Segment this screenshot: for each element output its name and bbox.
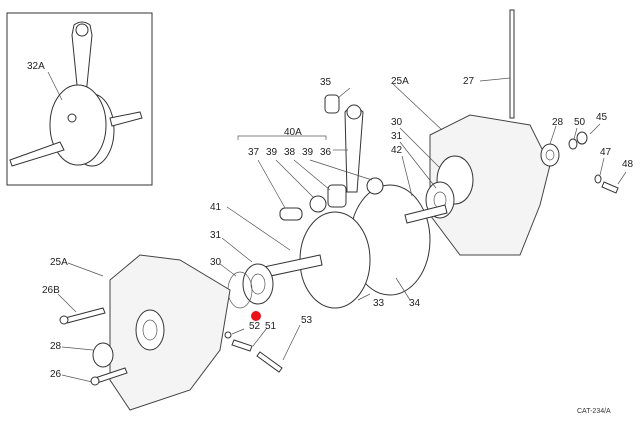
callout-25A-top: 25A xyxy=(391,76,409,87)
conrod-36 xyxy=(344,106,364,193)
inset-crankshaft xyxy=(9,21,143,167)
callout-45: 45 xyxy=(596,112,608,123)
callout-30-top: 30 xyxy=(391,117,403,128)
callout-38: 38 xyxy=(284,147,296,158)
callout-48: 48 xyxy=(622,159,634,170)
callout-26B: 26B xyxy=(42,285,60,296)
bearing-31-bottom xyxy=(242,263,274,305)
callout-34: 34 xyxy=(409,298,421,309)
washer-39b xyxy=(366,177,384,195)
washer-47 xyxy=(594,174,602,184)
callout-47: 47 xyxy=(600,147,612,158)
leader-lines xyxy=(47,71,627,383)
hose-53 xyxy=(256,351,283,373)
stud-27 xyxy=(509,9,515,119)
callout-28-bottom: 28 xyxy=(50,341,62,352)
fitting-51 xyxy=(231,339,253,352)
seal-28-top xyxy=(540,143,560,167)
callout-25A-bottom: 25A xyxy=(50,257,68,268)
callout-32A: 32A xyxy=(27,61,45,72)
callout-26: 26 xyxy=(50,369,62,380)
callout-51: 51 xyxy=(265,321,277,332)
callout-28-top: 28 xyxy=(552,117,564,128)
callout-33: 33 xyxy=(373,298,385,309)
bearing-38 xyxy=(327,184,347,208)
washer-50 xyxy=(568,138,578,150)
screw-48 xyxy=(601,181,619,194)
callout-39b: 39 xyxy=(302,147,314,158)
callout-31-top: 31 xyxy=(391,131,403,142)
catalog-code: CAT-234/A xyxy=(577,408,611,415)
callout-42: 42 xyxy=(391,145,403,156)
nut-45 xyxy=(576,131,588,145)
callout-31-bottom: 31 xyxy=(210,230,222,241)
callout-35: 35 xyxy=(320,77,332,88)
seal-28-bottom xyxy=(92,342,114,368)
callout-30-bottom: 30 xyxy=(210,257,222,268)
crankcase-right xyxy=(429,114,551,256)
callout-53: 53 xyxy=(301,315,313,326)
callout-27: 27 xyxy=(463,76,475,87)
crankcase-left xyxy=(109,254,231,411)
callout-50: 50 xyxy=(574,117,586,128)
callout-36: 36 xyxy=(320,147,332,158)
pin-37 xyxy=(279,207,303,221)
washer-39a xyxy=(309,195,327,213)
callout-39a: 39 xyxy=(266,147,278,158)
callout-52: 52 xyxy=(249,321,261,332)
needle-bearing-35 xyxy=(324,94,340,114)
bolt-26B xyxy=(64,307,106,324)
callout-40A: 40A xyxy=(284,127,302,138)
callout-37: 37 xyxy=(248,147,260,158)
washer-52 xyxy=(224,331,232,339)
callout-41: 41 xyxy=(210,202,222,213)
red-marker xyxy=(251,311,261,321)
